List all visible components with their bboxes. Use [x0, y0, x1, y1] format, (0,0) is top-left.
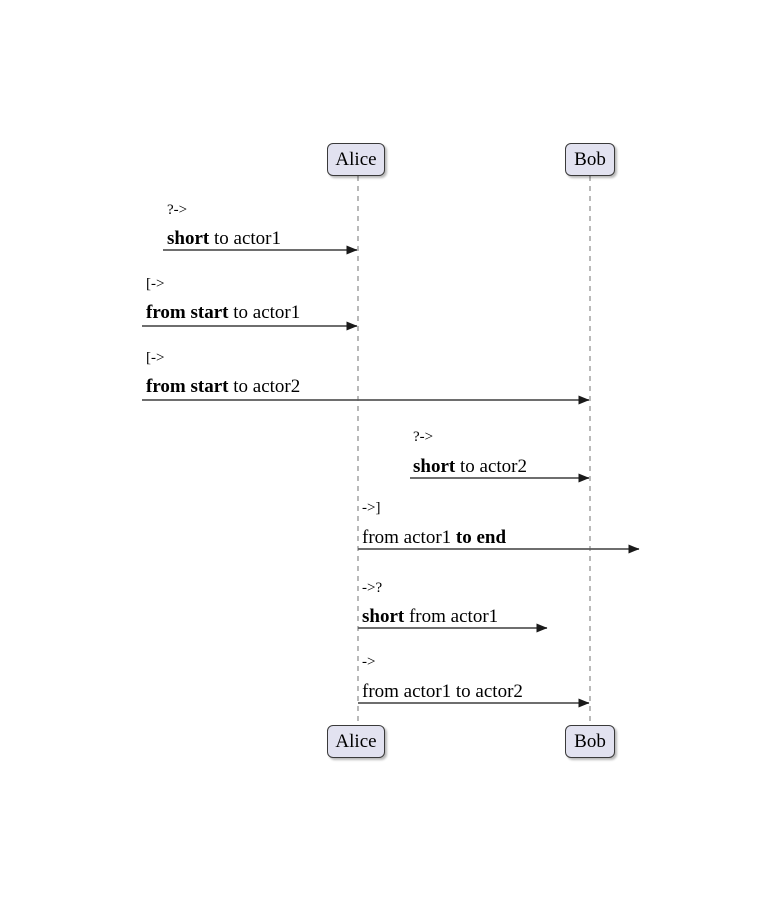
actor-box-actor1-bottom[interactable]: Alice [327, 725, 385, 758]
message-label-plain: to actor1 [228, 302, 301, 323]
message-syntax-5: ->] [362, 500, 381, 516]
message-label-1: short to actor1 [167, 229, 281, 248]
message-label-plain: to actor1 [209, 228, 281, 249]
actor-label: Bob [574, 149, 606, 170]
actor-box-actor2-bottom[interactable]: Bob [565, 725, 615, 758]
message-label-6: short from actor1 [362, 607, 498, 626]
message-label-plain: to actor2 [228, 376, 301, 397]
message-syntax-1: ?-> [167, 202, 188, 218]
message-label-7: from actor1 to actor2 [362, 682, 523, 701]
message-label-bold: short [362, 606, 405, 627]
message-syntax-3: [-> [146, 350, 165, 366]
message-arrows-group [142, 245, 640, 708]
message-label-3: from start to actor2 [146, 377, 300, 396]
message-label-bold: short [167, 228, 210, 249]
message-syntax-6: ->? [362, 580, 383, 596]
message-label-bold: from start [146, 376, 229, 397]
message-syntax-2: [-> [146, 276, 165, 292]
message-syntax-4: ?-> [413, 429, 434, 445]
actor-box-actor2-top[interactable]: Bob [565, 143, 615, 176]
message-label-plain: to actor2 [455, 456, 527, 477]
message-label-plain: from actor1 [362, 527, 456, 548]
message-label-plain: from actor1 [404, 606, 499, 627]
actor-label: Bob [574, 731, 606, 752]
message-label-bold: short [413, 456, 456, 477]
message-label-plain: from actor1 to actor2 [362, 681, 523, 702]
actor-label: Alice [335, 731, 377, 752]
message-label-4: short to actor2 [413, 457, 527, 476]
message-label-bold: from start [146, 302, 229, 323]
lifelines-group [357, 176, 591, 725]
message-syntax-7: -> [362, 654, 376, 670]
actor-label: Alice [335, 149, 377, 170]
message-label-5: from actor1 to end [362, 528, 506, 547]
actor-box-actor1-top[interactable]: Alice [327, 143, 385, 176]
message-label-2: from start to actor1 [146, 303, 300, 322]
message-label-bold: to end [455, 527, 507, 548]
